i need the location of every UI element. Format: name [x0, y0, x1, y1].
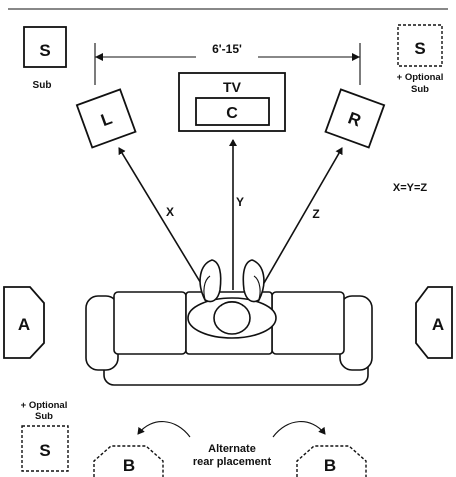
center-speaker: C — [195, 97, 270, 126]
width-dimension — [94, 43, 361, 85]
center-speaker-letter: C — [226, 105, 238, 122]
alternate-placement-line1: Alternate — [208, 443, 256, 455]
subwoofer-letter: S — [39, 41, 50, 60]
right-front-speaker: R — [324, 88, 386, 149]
distance-line-x — [118, 147, 206, 291]
side-surround-right: A — [415, 286, 453, 359]
alternate-arrow-left — [137, 421, 191, 438]
right-speaker-letter: R — [345, 108, 363, 130]
side-right-letter: A — [432, 315, 444, 334]
distance-line-z — [259, 147, 343, 291]
optional-sub-label-line2: Sub — [411, 84, 429, 95]
side-left-letter: A — [18, 315, 30, 334]
optional-sub-label-line1: + Optional — [397, 72, 444, 83]
alternate-placement-line2: rear placement — [193, 456, 272, 468]
bottom-optional-subwoofer-letter: S — [39, 441, 50, 460]
bottom-optional-sub-label-line2: Sub — [35, 411, 53, 422]
rear-left-letter: B — [123, 456, 135, 475]
side-surround-left: A — [3, 286, 45, 359]
optional-subwoofer-top-right: S — [397, 24, 443, 67]
optional-subwoofer-bottom-left: S — [21, 425, 69, 472]
subwoofer-label: Sub — [33, 80, 52, 91]
tv-label: TV — [223, 79, 242, 95]
distance-label-z: Z — [312, 207, 319, 221]
rear-surround-left: B — [93, 445, 164, 477]
alternate-arrow-right — [272, 421, 326, 438]
width-dimension-label: 6'-15' — [212, 42, 242, 56]
distance-label-x: X — [166, 205, 174, 219]
bottom-optional-sub-label-line1: + Optional — [21, 400, 68, 411]
left-front-speaker: L — [75, 88, 137, 149]
rear-surround-right: B — [296, 445, 367, 477]
optional-subwoofer-letter: S — [414, 39, 425, 58]
subwoofer-top-left: S — [23, 26, 67, 68]
distance-equation: X=Y=Z — [393, 182, 428, 194]
listener — [187, 259, 277, 339]
rear-right-letter: B — [324, 456, 336, 475]
distance-label-y: Y — [236, 195, 244, 209]
